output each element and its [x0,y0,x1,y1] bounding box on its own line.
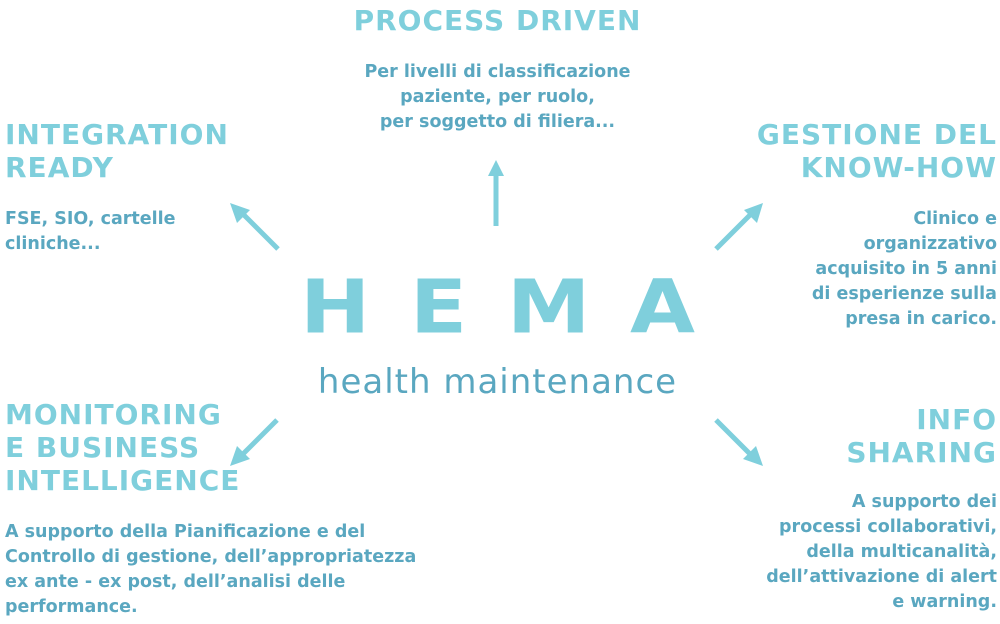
logo-letter-a: A [629,263,695,351]
arrow-down-right-icon [714,418,763,466]
monitoring-bi-title: MONITORING E BUSINESS INTELLIGENCE [5,398,241,497]
info-sharing-title: INFO SHARING [846,403,997,469]
integration-ready-description: FSE, SIO, cartelle cliniche... [5,209,176,254]
arrow-up-right-icon [714,203,763,251]
info-sharing-description: A supporto dei processi collaborativi, d… [766,492,997,612]
gestione-know-how-title: GESTIONE DEL KNOW-HOW [756,118,997,184]
process-driven-description: Per livelli di classificazione paziente,… [364,62,631,132]
integration-ready-title: INTEGRATION READY [5,118,229,184]
arrow-down-left-icon [230,418,279,466]
arrow-up-icon [488,160,504,226]
tagline: health maintenance [317,362,678,402]
hema-logo: H E M A [300,263,695,351]
logo-letter-m: M [506,263,591,351]
gestione-know-how-description: Clinico e organizzativo acquisito in 5 a… [811,209,997,329]
monitoring-bi-description: A supporto della Pianificazione e del Co… [5,522,417,617]
logo-letter-e: E [409,263,468,351]
arrow-up-left-icon [230,203,280,251]
process-driven-title: PROCESS DRIVEN [353,4,642,37]
logo-letter-h: H [300,263,371,351]
